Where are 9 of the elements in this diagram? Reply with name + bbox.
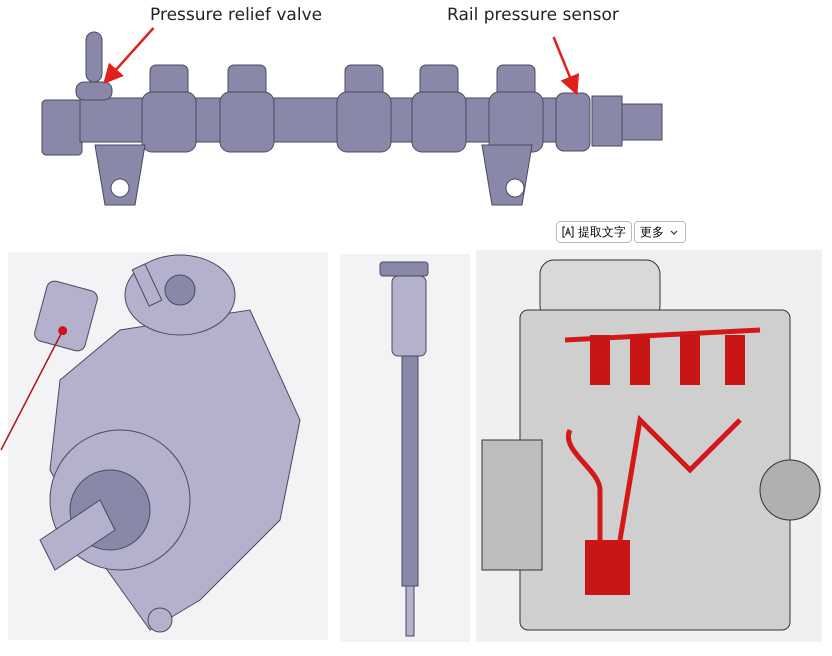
- relief-valve-part: [76, 32, 112, 100]
- arrow: [103, 27, 154, 84]
- arrow: [552, 36, 580, 96]
- callout-label: Pressure relief valve: [150, 5, 322, 25]
- pressure-sensor-part: [556, 92, 590, 152]
- more-button: 更多: [634, 221, 686, 243]
- leader-line: [0, 326, 68, 450]
- extract-text-button: 提取文字: [556, 221, 632, 243]
- callout-label: Rail pressure sensor: [447, 5, 619, 25]
